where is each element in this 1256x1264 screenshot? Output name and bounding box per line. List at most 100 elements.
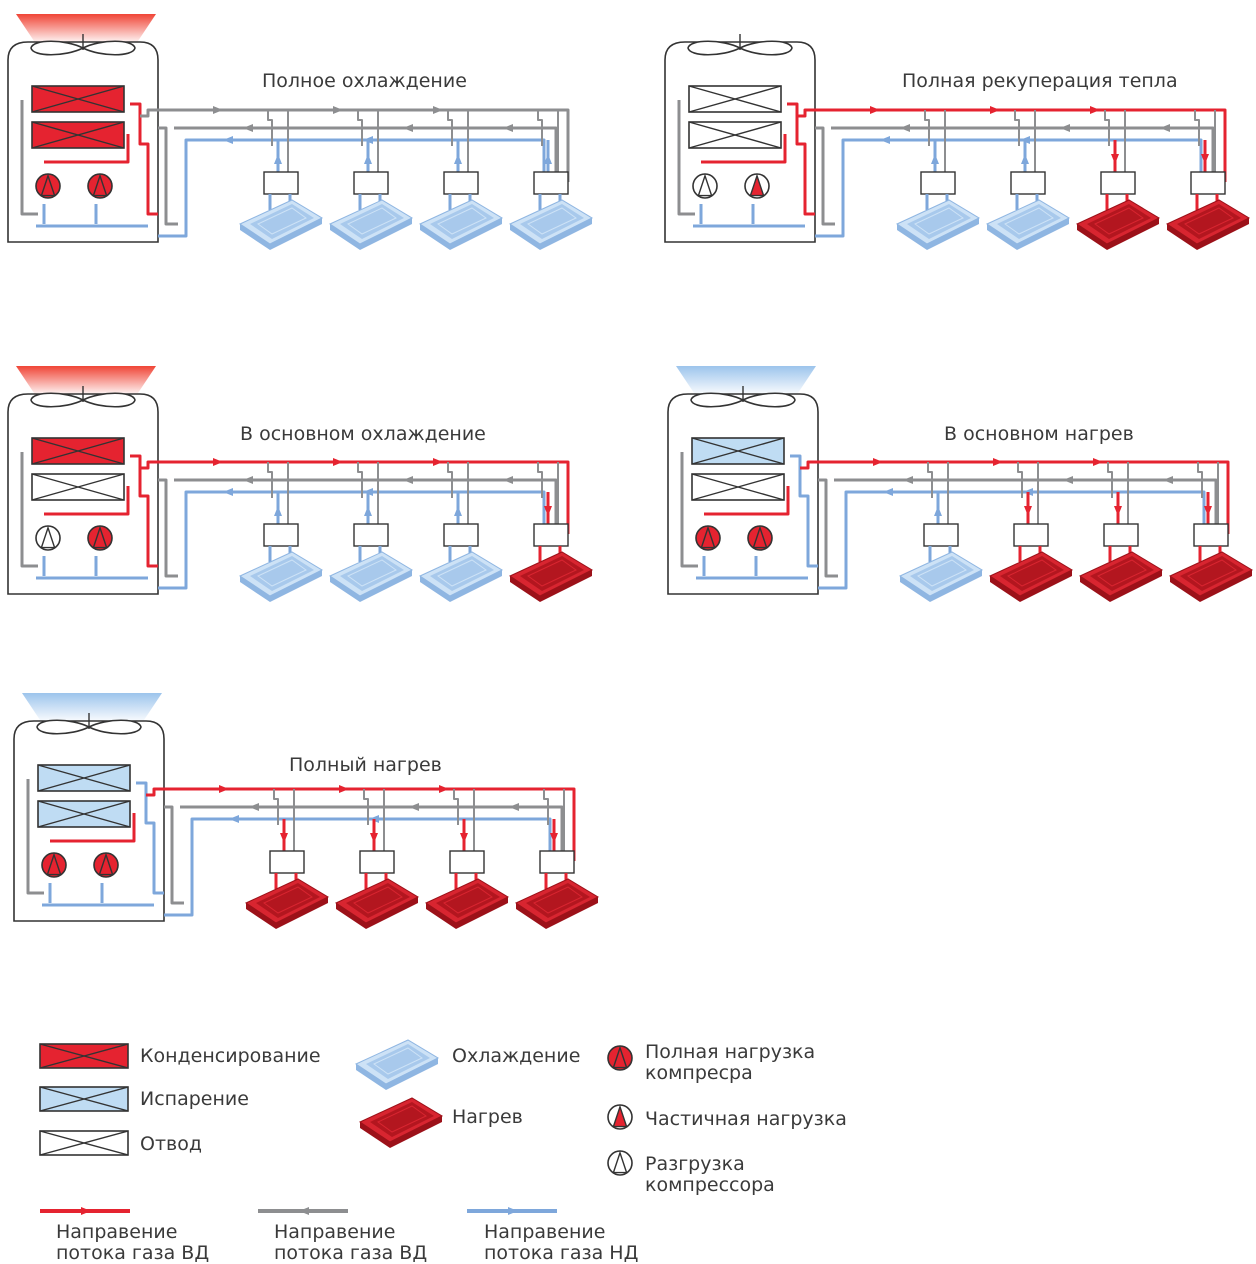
main-line-gray xyxy=(174,126,558,182)
flow-arrow xyxy=(931,154,939,164)
flow-arrow xyxy=(409,803,419,811)
cassette-grille xyxy=(1097,559,1147,587)
legend-red-line1: Направение xyxy=(56,1221,178,1243)
cassette-grille xyxy=(257,207,307,235)
bc-controller-box xyxy=(443,523,479,547)
bc-controller-box xyxy=(533,171,569,195)
legend-condensing-swatch xyxy=(39,1043,129,1069)
partial-load-compressor-icon xyxy=(607,1104,633,1130)
cassette-side xyxy=(927,218,979,250)
cassette-side xyxy=(360,1122,390,1148)
flow-arrow xyxy=(403,476,413,484)
coil-cross xyxy=(37,764,131,792)
cassette-side xyxy=(360,218,412,250)
bc-controller-box xyxy=(923,523,959,547)
branch-pipe xyxy=(927,462,933,498)
coil-cross xyxy=(688,121,782,149)
panel-title-mostly-heating: В основном нагрев xyxy=(944,423,1134,445)
flow-arrow xyxy=(900,124,910,132)
main-line-return xyxy=(158,478,178,578)
legend-condensing-label: Конденсирование xyxy=(140,1045,321,1067)
cooling-cassette-icon xyxy=(508,199,594,250)
flow-arrow xyxy=(280,833,288,843)
flow-arrow xyxy=(433,458,443,466)
legend-blue-line1: Направение xyxy=(484,1221,606,1243)
branch-pipe xyxy=(543,789,549,825)
flow-arrow xyxy=(370,833,378,843)
flow-arrow xyxy=(243,476,253,484)
flow-arrow xyxy=(1114,506,1122,516)
bc-controller-box xyxy=(1010,171,1046,195)
cassette-grille xyxy=(373,1047,423,1075)
flow-arrow xyxy=(333,106,343,114)
heating-cassette-icon xyxy=(514,878,600,929)
flow-arrow xyxy=(503,124,513,132)
branch-pipe xyxy=(357,462,363,498)
branch-pipe xyxy=(447,110,453,146)
internal-pipe xyxy=(44,134,130,164)
cassette-side xyxy=(426,903,456,929)
outdoor-coil-lower xyxy=(691,473,785,501)
legend-red-line2: потока газа ВД xyxy=(56,1242,210,1264)
heating-cassette-icon xyxy=(1168,551,1254,602)
flow-arrow xyxy=(213,106,223,114)
cassette-side xyxy=(270,570,322,602)
outdoor-coil-lower xyxy=(31,473,125,501)
outdoor-coil-lower xyxy=(31,121,125,149)
cassette-side xyxy=(900,576,930,602)
cassette-grille xyxy=(263,886,313,914)
branch-pipe xyxy=(453,789,459,825)
flow-arrow xyxy=(544,506,552,516)
main-line-return xyxy=(818,478,838,578)
flow-arrow xyxy=(274,154,282,164)
fan-icon xyxy=(30,34,136,56)
bc-controller-box xyxy=(1013,523,1049,547)
mode-panel xyxy=(13,693,600,929)
bc-controller-box xyxy=(353,523,389,547)
internal-pipe xyxy=(701,134,787,164)
bc-controller-box xyxy=(920,171,956,195)
flow-arrow xyxy=(990,106,1000,114)
main-line-hp xyxy=(797,108,1227,182)
cassette-grille xyxy=(347,559,397,587)
bc-controller-box xyxy=(1100,171,1136,195)
flow-arrow xyxy=(1090,106,1100,114)
cassette-grille xyxy=(437,207,487,235)
cassette-side xyxy=(420,576,450,602)
flow-arrow xyxy=(1021,154,1029,164)
cooling-cassette-icon xyxy=(898,551,984,602)
cassette-grille xyxy=(257,559,307,587)
heating-cassette-icon xyxy=(334,878,420,929)
cassette-side xyxy=(1077,224,1107,250)
heat-exhaust-glow xyxy=(16,366,156,396)
flow-arrow xyxy=(229,815,239,823)
branch-pipe xyxy=(447,462,453,498)
bc-controller-box xyxy=(1103,523,1139,547)
coil-cross xyxy=(31,473,125,501)
flow-arrow xyxy=(454,506,462,516)
flow-arrow xyxy=(509,803,519,811)
outdoor-coil-lower xyxy=(37,800,131,828)
cassette-side xyxy=(1200,570,1252,602)
cold-intake-glow xyxy=(22,693,162,723)
branch-pipe xyxy=(1197,462,1203,498)
coil-cross xyxy=(37,800,131,828)
bc-controller-box xyxy=(1190,171,1226,195)
cassette-side xyxy=(246,903,276,929)
flow-arrow xyxy=(1163,476,1173,484)
compressor-triangle xyxy=(40,525,56,549)
compressor-triangle xyxy=(749,173,765,197)
bc-controller-box xyxy=(263,523,299,547)
internal-pipe xyxy=(20,452,38,568)
flow-arrow xyxy=(883,488,893,496)
internal-pipe xyxy=(136,781,164,895)
cassette-side xyxy=(990,576,1020,602)
cassette-side xyxy=(356,1064,386,1090)
cassette-side xyxy=(1080,576,1110,602)
main-line-gray xyxy=(174,478,558,534)
heating-cassette-icon xyxy=(1165,199,1251,250)
fan-icon xyxy=(687,34,793,56)
cooling-cassette-icon xyxy=(328,199,414,250)
cassette-side xyxy=(390,1116,442,1148)
cassette-grille xyxy=(347,207,397,235)
